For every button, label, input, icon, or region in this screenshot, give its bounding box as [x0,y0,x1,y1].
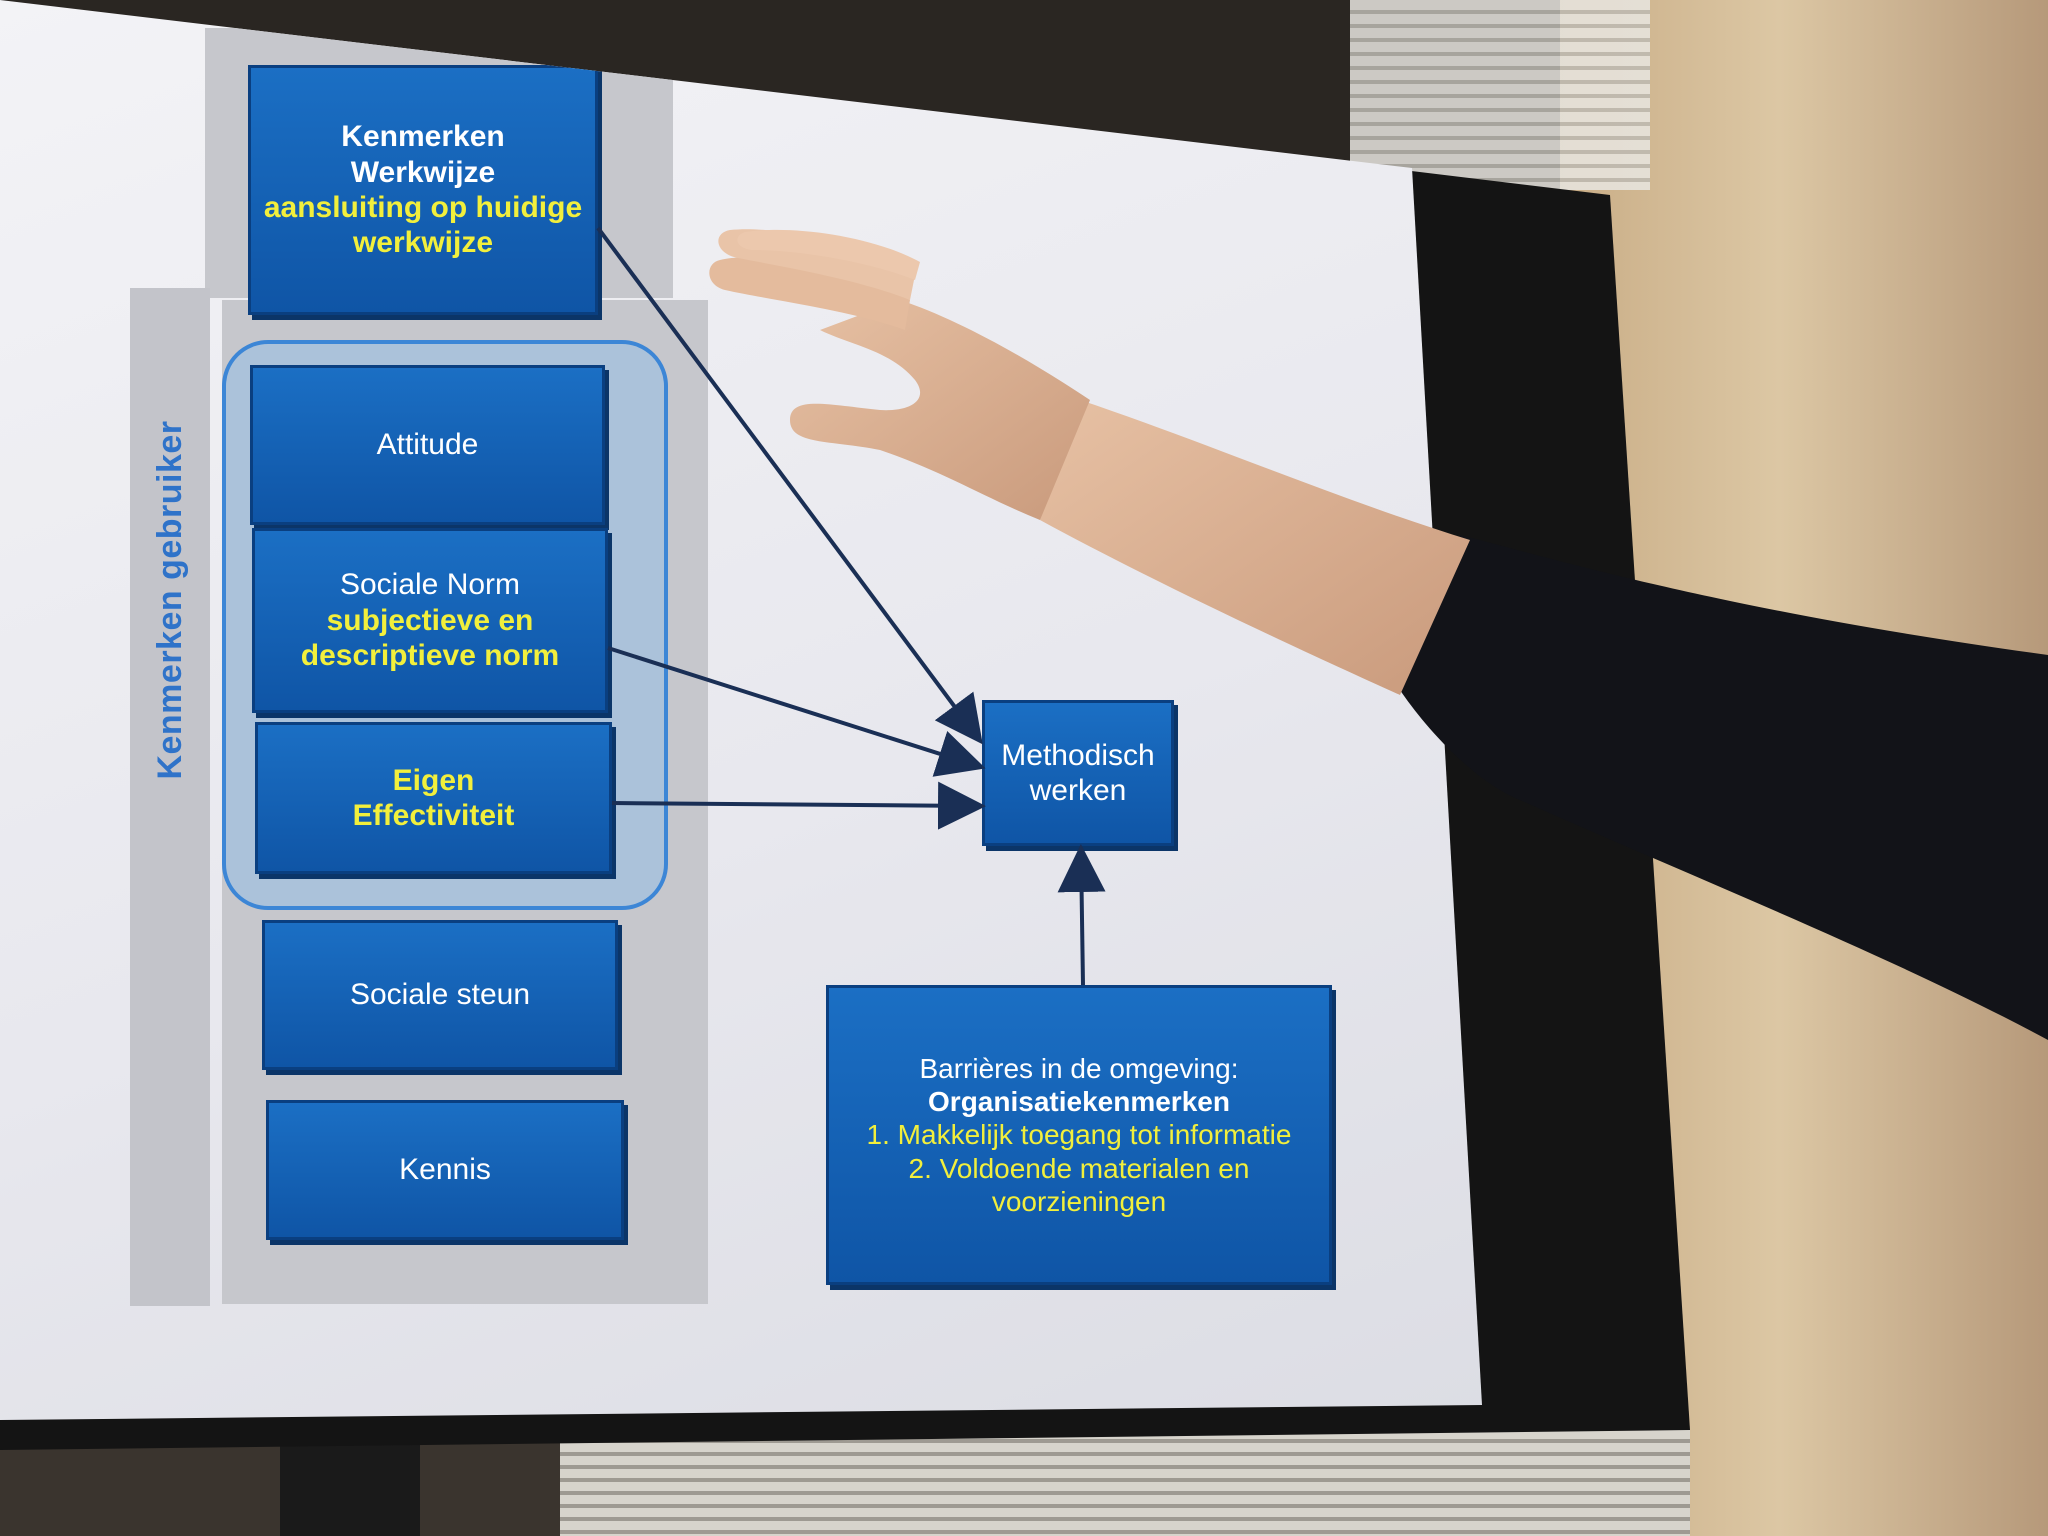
tv-stand [280,1440,420,1536]
box-line: Organisatiekenmerken [928,1086,1230,1118]
box-label: Kennis [399,1153,491,1187]
finger [737,229,920,280]
box-sociale-norm: Sociale Norm subjectieve en descriptieve… [252,528,608,713]
side-strip [130,288,210,1306]
finger [709,257,910,330]
box-line: subjectieve en [326,603,534,637]
box-line: descriptieve norm [300,639,560,673]
box-line: aansluiting op huidige [263,191,583,224]
hand [790,300,1090,520]
box-barrieres: Barrières in de omgeving: Organisatieken… [826,985,1332,1285]
box-line: Barrières in de omgeving: [919,1053,1239,1085]
box-line: Effectiviteit [352,799,515,832]
box-line: werken [1029,774,1127,807]
window-blinds-lower [560,1430,1690,1536]
box-line: Methodisch [1001,738,1155,772]
forearm [1040,400,1470,695]
box-kennis: Kennis [266,1100,624,1240]
arrows-layer [596,226,1106,986]
box-line: 2. Voldoende materialen en voorzieningen [908,1152,1250,1217]
box-kenmerken-werkwijze: Kenmerken Werkwijze aansluiting op huidi… [248,65,598,315]
box-label: Attitude [376,428,479,462]
box-line: Werkwijze [350,155,496,189]
box-line: werkwijze [352,226,494,260]
arrow-barrieres [1057,844,1106,986]
box-line: Eigen [392,763,475,797]
arrow-eigen [611,781,986,830]
box-label: Sociale steun [349,978,531,1012]
box-sociale-steun: Sociale steun [262,920,618,1070]
arrow-werkwijze [596,226,983,745]
box-line: Kenmerken [341,120,505,154]
box-line: 1. Makkelijk toegang tot informatie [866,1119,1292,1151]
box-attitude: Attitude [250,365,605,525]
sleeve [1400,535,2048,1040]
window-blinds [1350,0,1650,190]
box-eigen-effectiviteit: Eigen Effectiviteit [255,722,612,874]
tv-screen: Kenmerken gebruiker Kenmerken Werkwijze … [0,0,1482,1420]
box-methodisch-werken: Methodisch werken [982,700,1174,846]
box-line: Sociale Norm [339,568,521,602]
arrow-sociale-norm [607,646,986,777]
